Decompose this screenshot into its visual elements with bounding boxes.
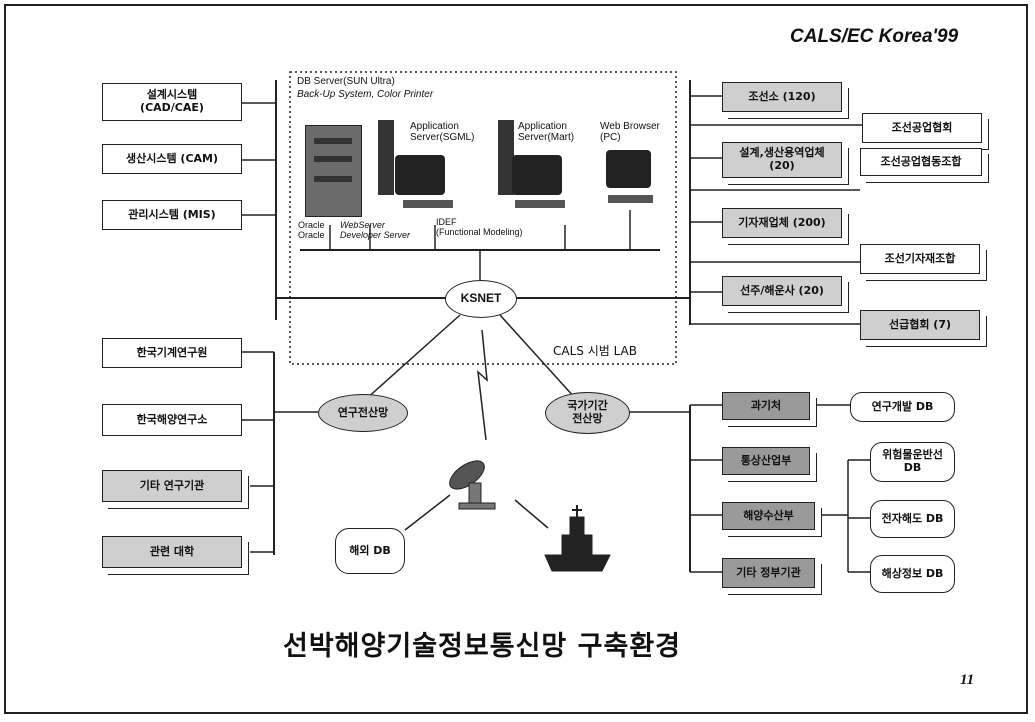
class-society-box: 선급협회 (7) [860, 310, 980, 340]
mart-server-tower-icon [498, 120, 514, 195]
keyboard-icon [403, 200, 453, 208]
left-system-mis: 관리시스템 (MIS) [102, 200, 242, 230]
agency-mocie: 통상산업부 [722, 447, 810, 475]
equipment-box: 기자재업체 (200) [722, 208, 842, 238]
research-institute-other: 기타 연구기관 [102, 470, 242, 502]
db-rnd: 연구개발 DB [850, 392, 955, 422]
db-hazardous: 위험물운반선 DB [870, 442, 955, 482]
overseas-db: 해외 DB [335, 528, 405, 574]
page-number: 11 [960, 672, 975, 688]
monitor-icon [395, 155, 445, 195]
agency-other: 기타 정부기관 [722, 558, 815, 588]
main-title: 선박해양기술정보통신망 구축환경 [283, 631, 681, 662]
ksnet-hub: KSNET [445, 280, 517, 318]
design-firms-box: 설계,생산용역업체 (20) [722, 142, 842, 178]
mart-monitor-icon [512, 155, 562, 195]
pc-keyboard-icon [608, 195, 653, 203]
shipyard-box: 조선소 (120) [722, 82, 842, 112]
ship-assoc-box: 조선공업협회 [862, 113, 982, 143]
slide-frame [4, 4, 1028, 714]
pc-monitor-icon [606, 150, 651, 188]
app-mart-label: Application Server(Mart) [518, 121, 575, 144]
left-system-cam: 생산시스템 (CAM) [102, 144, 242, 174]
header-title: CALS/EC Korea'99 [790, 26, 959, 47]
owners-box: 선주/해운사 (20) [722, 276, 842, 306]
mart-keyboard-icon [515, 200, 565, 208]
idef-label: IDEF (Functional Modeling) [436, 217, 523, 238]
db-marine-info: 해상정보 DB [870, 555, 955, 593]
app-sgml-label: Application Server(SGML) [410, 121, 475, 144]
agency-most: 과기처 [722, 392, 810, 420]
oracle-label: Oracle Oracle [298, 220, 325, 241]
db-enc: 전자해도 DB [870, 500, 955, 538]
research-university: 관련 대학 [102, 536, 242, 568]
webserver-label: WebServer Developer Server [340, 220, 411, 241]
backup-label: Back-Up System, Color Printer [297, 89, 434, 100]
web-browser-label: Web Browser (PC) [600, 121, 660, 144]
research-institute-kordi: 한국해양연구소 [102, 404, 242, 436]
research-institute-kimm: 한국기계연구원 [102, 338, 242, 368]
ship-coop-box: 조선공업협동조합 [860, 148, 982, 176]
app-server-tower-icon [378, 120, 394, 195]
ship-icon [540, 505, 615, 575]
left-system-cad: 설계시스템 (CAD/CAE) [102, 83, 242, 121]
agency-momaf: 해양수산부 [722, 502, 815, 530]
equip-coop-box: 조선기자재조합 [860, 244, 980, 274]
government-network: 국가기간 전산망 [545, 392, 630, 434]
cals-lab-label: CALS 시범 LAB [553, 344, 638, 358]
db-server-label: DB Server(SUN Ultra) [297, 76, 395, 87]
satellite-dish-icon [445, 455, 505, 510]
db-server-icon [305, 125, 362, 217]
research-network: 연구전산망 [318, 394, 408, 432]
